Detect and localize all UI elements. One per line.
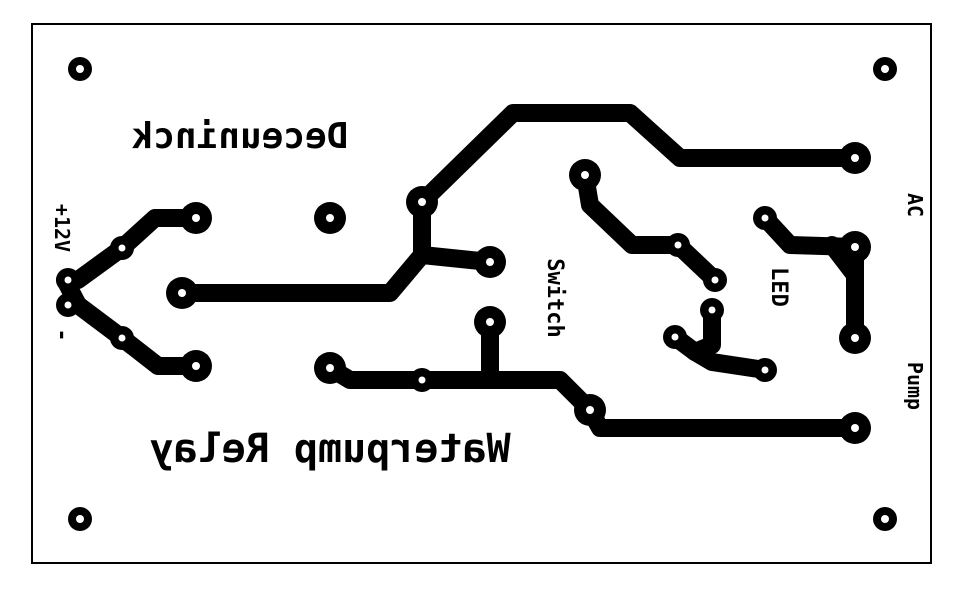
pump-label: Pump xyxy=(903,362,927,410)
trace-led-1 xyxy=(576,166,724,289)
pad-relay-coil xyxy=(406,186,438,218)
author-label: Deceuninck xyxy=(131,116,348,157)
pad-small xyxy=(663,325,687,349)
pad-relay-free xyxy=(314,202,346,234)
board-outline xyxy=(31,23,932,564)
pad-small xyxy=(410,368,434,392)
pad-small xyxy=(700,298,724,322)
pad-relay-no xyxy=(474,306,506,338)
trace-switch-pump xyxy=(321,359,864,437)
pad-small xyxy=(753,358,777,382)
pad-pump-1 xyxy=(839,322,871,354)
pad-switch-out xyxy=(574,394,606,426)
copper-traces xyxy=(56,104,864,437)
title-label: Waterpump Relay xyxy=(149,426,510,472)
mounting-holes xyxy=(68,57,897,531)
pad-small xyxy=(56,268,80,292)
trace-power-top xyxy=(69,209,205,289)
pad-ac-1 xyxy=(839,142,871,174)
ground-label: - xyxy=(49,328,74,341)
trace-relay-input xyxy=(173,193,431,302)
pad-ac-2 xyxy=(839,231,871,263)
switch-label: Switch xyxy=(542,258,567,337)
pads-small xyxy=(56,206,777,392)
trace-led-2 xyxy=(756,209,864,347)
pad-small xyxy=(666,233,690,257)
pad-relay-com xyxy=(474,246,506,278)
pads-large xyxy=(166,142,871,444)
trace-power-bottom xyxy=(69,296,205,375)
pad-power-bottom xyxy=(180,350,212,382)
pad-small xyxy=(110,326,134,350)
pad-switch-in xyxy=(314,352,346,384)
ac-label: AC xyxy=(903,193,927,217)
pad-small xyxy=(56,293,80,317)
pad-small xyxy=(753,206,777,230)
power-label: +12V xyxy=(50,204,74,252)
led-label: LED xyxy=(766,267,791,307)
pad-small xyxy=(110,236,134,260)
pad-led-anode xyxy=(569,159,601,191)
pad-small xyxy=(703,268,727,292)
pad-power-top xyxy=(180,202,212,234)
trace-led-5 xyxy=(823,236,864,284)
pad-pump-2 xyxy=(839,412,871,444)
pad-input-main xyxy=(166,277,198,309)
